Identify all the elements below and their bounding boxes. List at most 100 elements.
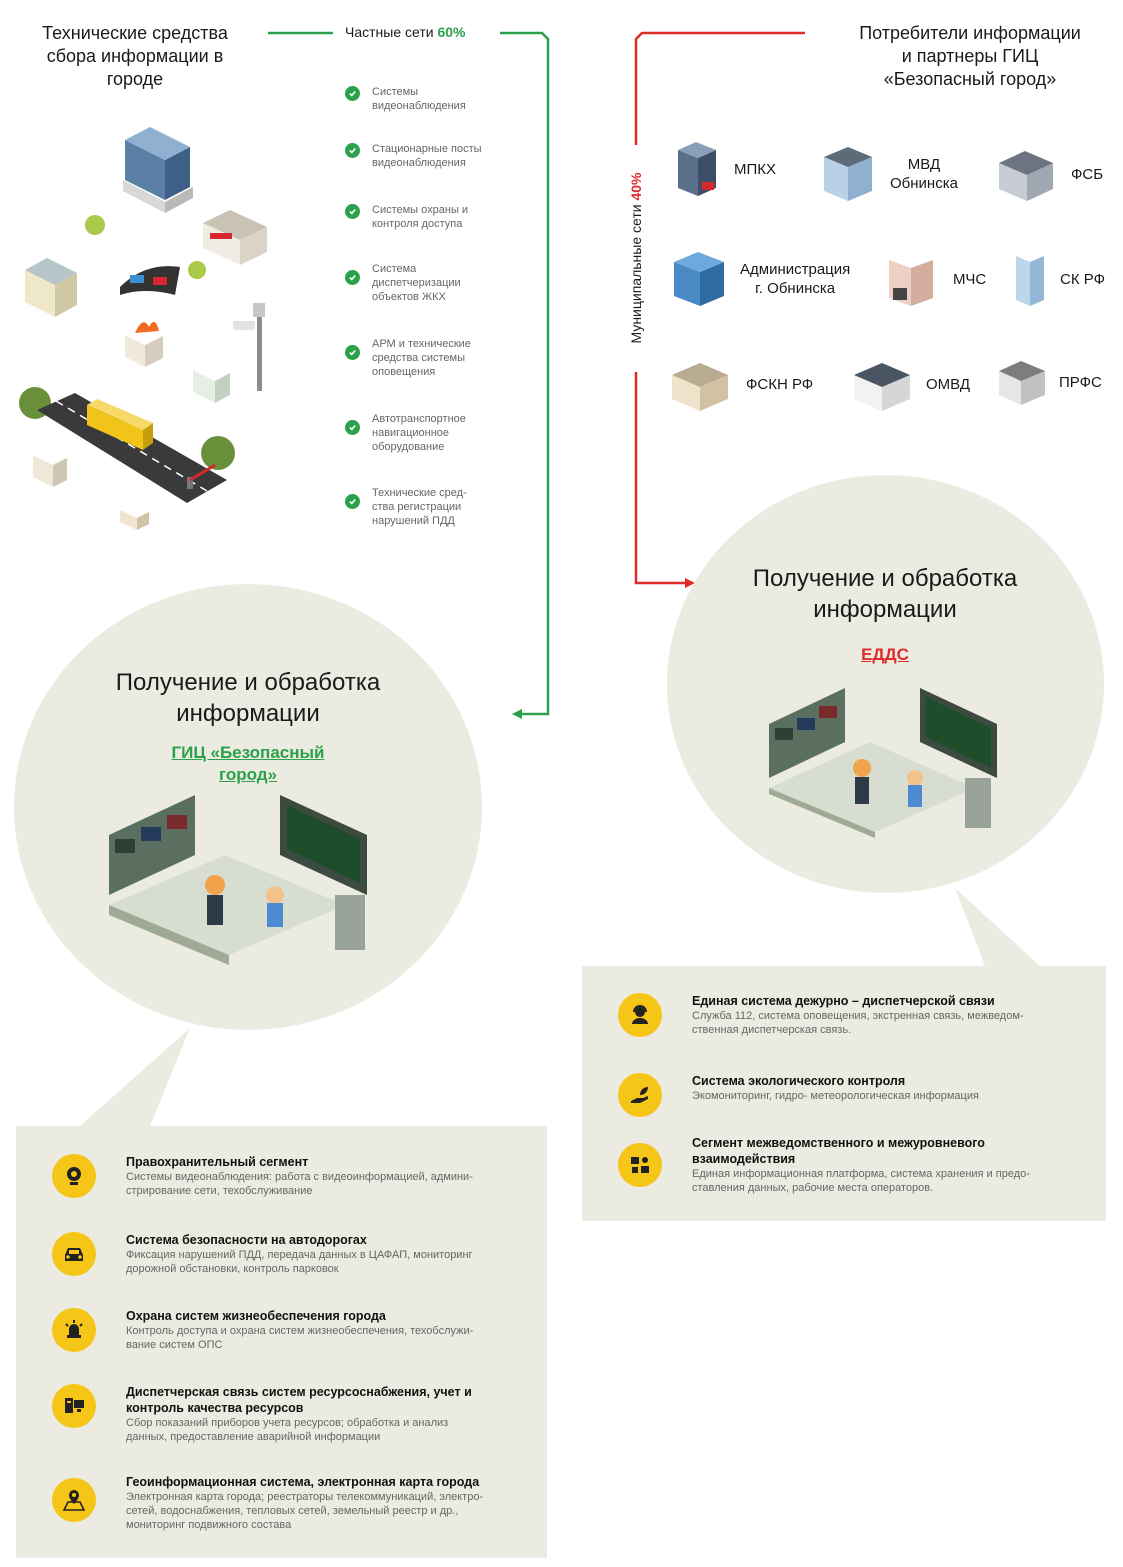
consumer-name: ПРФС <box>1059 373 1102 391</box>
tree-icon <box>85 215 105 235</box>
service-item: Правохранительный сегмент Системы видеон… <box>52 1154 473 1198</box>
consumer-name: ФСКН РФ <box>746 375 814 393</box>
check-item: Системы охраны и контроля доступа <box>345 203 505 231</box>
service-desc: Служба 112, система оповещения, экстренн… <box>692 1010 1024 1036</box>
eco-hand-icon <box>618 1073 662 1117</box>
small-building-icon <box>193 370 230 403</box>
private-networks-percent: 60% <box>437 24 466 40</box>
consumer-name: МПКХ <box>734 160 777 178</box>
office-building-icon <box>123 127 193 213</box>
webcam-icon <box>52 1154 96 1198</box>
service-item: Система экологического контроля Экомонит… <box>618 1073 979 1117</box>
consumer-fsb: ФСБ <box>995 145 1103 203</box>
check-icon <box>345 143 360 158</box>
service-item: Система безопасности на автодорогах Фикс… <box>52 1232 473 1276</box>
service-item: Геоинформационная система, электронная к… <box>52 1474 483 1532</box>
service-title: Сегмент межведомственного и межуровневог… <box>692 1136 985 1166</box>
map-pin-icon <box>52 1478 96 1522</box>
house-icon <box>25 258 77 317</box>
shop-icon <box>203 210 267 265</box>
building-icon <box>854 363 910 411</box>
left-services-panel <box>16 1126 547 1558</box>
camera-pole-icon <box>233 303 265 391</box>
car-icon <box>52 1232 96 1276</box>
consumer-fskn: ФСКН РФ <box>668 355 813 413</box>
service-desc: Фиксация нарушений ПДД, передача данных … <box>126 1249 473 1275</box>
service-item: Диспетчерская связь систем ресурсоснабже… <box>52 1384 472 1444</box>
check-icon <box>345 345 360 360</box>
service-title: Система экологического контроля <box>692 1074 906 1088</box>
check-item: АРМ и технические средства системы опове… <box>345 337 505 379</box>
check-item: Технические сред- ства регистрации наруш… <box>345 486 505 528</box>
alarm-light-icon <box>52 1308 96 1352</box>
road-icon <box>37 393 227 503</box>
consumer-mvd: МВД Обнинска <box>820 145 958 203</box>
consumer-sk: СК РФ <box>1010 250 1105 308</box>
service-title: Диспетчерская связь систем ресурсоснабже… <box>126 1385 472 1415</box>
check-item-label: Системы охраны и контроля доступа <box>372 204 469 230</box>
building-icon <box>999 361 1045 405</box>
burning-house-icon <box>125 321 163 367</box>
consumer-omvd: ОМВД <box>850 355 970 413</box>
consumer-name: Администрация г. Обнинска <box>740 261 851 297</box>
check-item-label: Система диспетчеризации объектов ЖКХ <box>372 263 461 303</box>
check-icon <box>345 270 360 285</box>
building-icon <box>674 252 724 306</box>
left-header-title: Технические средства сбора информации в … <box>42 23 228 89</box>
building-icon <box>672 363 728 411</box>
building-icon <box>1016 256 1044 306</box>
car-crash-icon <box>120 266 180 295</box>
barrier-icon <box>187 463 216 489</box>
service-title: Правохранительный сегмент <box>126 1155 309 1169</box>
check-icon <box>345 420 360 435</box>
computer-icon <box>52 1384 96 1428</box>
right-circle-link[interactable]: ЕДДС <box>861 645 909 664</box>
check-item-label: Стационарные посты видеонаблюдения <box>372 143 482 169</box>
building-icon <box>824 147 872 201</box>
consumer-name: СК РФ <box>1060 270 1105 288</box>
consumer-name: ФСБ <box>1071 165 1104 183</box>
check-icon <box>345 86 360 101</box>
right-services-panel <box>582 966 1106 1221</box>
consumer-mchs: МЧС <box>885 250 986 308</box>
service-desc: Единая информационная платформа, система… <box>692 1168 1030 1194</box>
left-circle-link[interactable]: ГИЦ «Безопасный город» <box>171 743 325 784</box>
service-desc: Системы видеонаблюдения: работа с видеои… <box>126 1171 473 1197</box>
right-header-title: Потребители информации и партнеры ГИЦ «Б… <box>859 23 1081 89</box>
right-circle-title: Получение и обработка информации <box>752 565 1018 623</box>
service-item: Единая система дежурно – диспетчерской с… <box>618 993 1024 1037</box>
service-title: Геоинформационная система, электронная к… <box>126 1475 480 1489</box>
service-title: Охрана систем жизнеобеспечения города <box>126 1309 386 1323</box>
tree-icon <box>201 436 235 470</box>
building-icon <box>999 151 1053 201</box>
check-icon <box>345 204 360 219</box>
city-illustration <box>19 127 267 530</box>
service-item: Охрана систем жизнеобеспечения города Ко… <box>52 1308 473 1352</box>
bus-icon <box>87 399 153 450</box>
service-title: Единая система дежурно – диспетчерской с… <box>692 994 995 1008</box>
operator-icon <box>618 993 662 1037</box>
control-room-illustration <box>769 688 997 838</box>
check-item: Стационарные посты видеонаблюдения <box>345 142 505 170</box>
left-processing-circle <box>14 584 482 1030</box>
tree-icon <box>188 261 206 279</box>
consumer-name: МВД Обнинска <box>890 156 958 192</box>
service-title: Система безопасности на автодорогах <box>126 1233 367 1247</box>
consumer-prfs: ПРФС <box>995 355 1102 409</box>
service-desc: Сбор показаний приборов учета ресурсов; … <box>126 1417 449 1443</box>
service-desc: Экомониторинг, гидро- метеорологическая … <box>692 1090 979 1102</box>
check-item-label: АРМ и технические средства системы опове… <box>372 338 471 378</box>
consumer-name: ОМВД <box>926 375 970 393</box>
consumer-mpkh: МПКХ <box>672 140 776 198</box>
check-item-label: Системы видеонаблюдения <box>372 86 466 112</box>
check-item-label: Технические сред- ства регистрации наруш… <box>372 487 467 527</box>
consumer-admin: Администрация г. Обнинска <box>670 248 850 310</box>
left-circle-title: Получение и обработка информации <box>115 669 381 727</box>
consumer-name: МЧС <box>953 270 987 288</box>
check-icon <box>345 494 360 509</box>
check-item-label: Автотранспортное навигационное оборудова… <box>372 413 466 453</box>
control-room-illustration <box>109 795 367 965</box>
building-icon <box>889 260 933 306</box>
